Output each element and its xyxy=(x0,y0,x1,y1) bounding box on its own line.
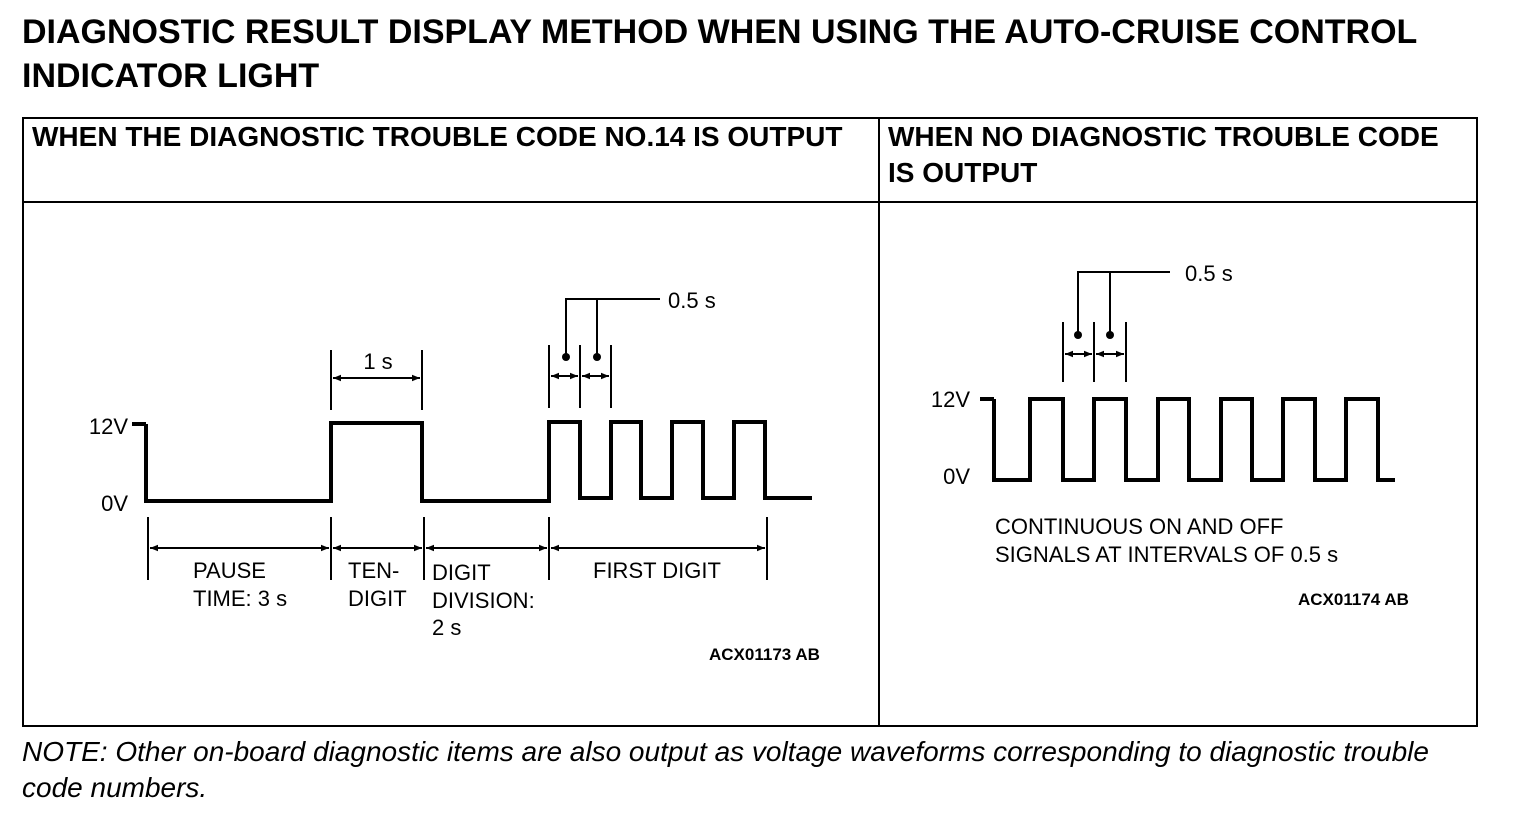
one-second-label: 1 s xyxy=(363,349,392,374)
continuous-waveform xyxy=(992,397,1395,482)
ten-digit-label-line2: DIGIT xyxy=(348,586,407,611)
figure-code-left: ACX01173 AB xyxy=(709,645,820,664)
half-second-leader xyxy=(1077,271,1170,335)
caption-line2: SIGNALS AT INTERVALS OF 0.5 s xyxy=(995,542,1338,567)
voltage-high-label: 12V xyxy=(931,387,970,412)
dtc14-waveform xyxy=(144,420,812,503)
caption-line1: CONTINUOUS ON AND OFF xyxy=(995,514,1283,539)
right-panel-header: WHEN NO DIAGNOSTIC TROUBLE CODE IS OUTPU… xyxy=(888,121,1439,188)
pause-time-label-line1: PAUSE xyxy=(193,558,266,583)
column-divider xyxy=(878,119,880,725)
dtc14-diagram: 12V 0V 1 s 0.5 s PAUSE TIME: 3 s xyxy=(89,288,820,664)
diagram-table: WHEN THE DIAGNOSTIC TROUBLE CODE NO.14 I… xyxy=(22,117,1478,727)
half-second-label: 0.5 s xyxy=(668,288,716,313)
leader-dot-2 xyxy=(593,353,601,361)
ten-digit-label-line1: TEN- xyxy=(348,558,399,583)
leader-dot-2 xyxy=(1106,331,1114,339)
pause-time-label-line2: TIME: 3 s xyxy=(193,586,287,611)
voltage-low-label: 0V xyxy=(101,491,128,516)
leader-dot-1 xyxy=(562,353,570,361)
digit-division-label-line3: 2 s xyxy=(432,615,461,640)
header-divider xyxy=(24,201,1476,203)
first-digit-label: FIRST DIGIT xyxy=(593,558,721,583)
left-panel-header: WHEN THE DIAGNOSTIC TROUBLE CODE NO.14 I… xyxy=(32,121,843,152)
voltage-high-label: 12V xyxy=(89,414,128,439)
leader-dot-1 xyxy=(1074,331,1082,339)
voltage-low-label: 0V xyxy=(943,464,970,489)
digit-division-label-line1: DIGIT xyxy=(432,560,491,585)
half-second-label: 0.5 s xyxy=(1185,261,1233,286)
half-second-leader xyxy=(565,298,660,357)
footnote: NOTE: Other on-board diagnostic items ar… xyxy=(22,736,1429,803)
digit-division-label-line2: DIVISION: xyxy=(432,588,535,613)
no-code-diagram: 12V 0V 0.5 s CONTINUOUS ON AND OFF SIGNA… xyxy=(931,261,1409,609)
figure-code-right: ACX01174 AB xyxy=(1298,590,1409,609)
page-title: DIAGNOSTIC RESULT DISPLAY METHOD WHEN US… xyxy=(22,13,1417,95)
